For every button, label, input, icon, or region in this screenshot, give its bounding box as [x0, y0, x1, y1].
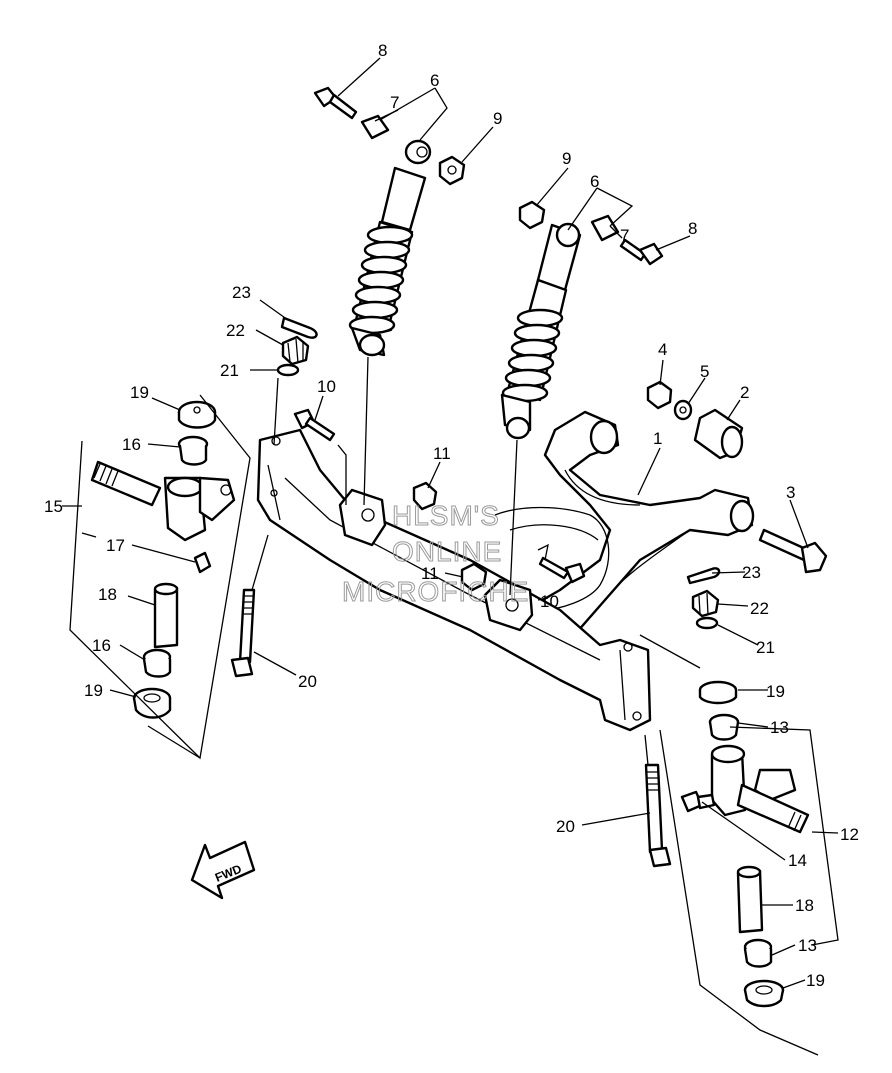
spindle-12-right — [710, 744, 810, 834]
castle-nut-22-left — [281, 335, 310, 366]
bolt-8-right — [619, 238, 664, 266]
shock-absorber-right — [500, 222, 582, 440]
bushing-13-right-bottom — [743, 938, 773, 968]
leader-lines — [62, 57, 839, 1056]
callout-13-upper: 13 — [770, 718, 789, 737]
callout-8-right: 8 — [688, 219, 697, 238]
callout-16-upper: 16 — [122, 435, 141, 454]
callout-21-right: 21 — [756, 638, 775, 657]
grease-nipple-17 — [193, 551, 212, 574]
callout-14: 14 — [788, 851, 807, 870]
callout-17: 17 — [106, 536, 125, 555]
callout-1: 1 — [653, 429, 662, 448]
callout-19-right-bottom: 19 — [806, 971, 825, 990]
callout-4: 4 — [658, 340, 667, 359]
callout-19-right-top: 19 — [766, 682, 785, 701]
bolt-8-left — [313, 86, 358, 120]
svg-text:HLSM'S: HLSM'S — [392, 500, 500, 531]
callout-6-left: 6 — [430, 71, 439, 90]
callout-22-left: 22 — [226, 321, 245, 340]
kingpin-20-left — [230, 588, 256, 678]
cotter-pin-23-left — [280, 316, 318, 339]
callout-23-right: 23 — [742, 563, 761, 582]
washer-21-right — [695, 616, 719, 630]
callout-5: 5 — [700, 362, 709, 381]
bolt-10-right — [538, 556, 586, 584]
cap-19-left-top — [177, 400, 217, 429]
callout-12: 12 — [840, 825, 859, 844]
bushing-2 — [693, 408, 744, 460]
callout-9-right: 9 — [562, 149, 571, 168]
bolt-14 — [680, 790, 716, 813]
callout-6-right: 6 — [590, 172, 599, 191]
callout-18-left: 18 — [98, 585, 117, 604]
callout-8-left: 8 — [378, 41, 387, 60]
collar-18-right — [736, 865, 764, 934]
collar-7-left — [360, 114, 390, 140]
fwd-arrow-icon: FWD — [190, 840, 256, 900]
castle-nut-22-right — [691, 589, 720, 618]
bushing-16-left-top — [177, 435, 209, 466]
shock-bracket-left — [338, 488, 387, 547]
cap-19-right-top — [698, 680, 738, 705]
bushing-16-left-bottom — [142, 648, 172, 678]
callout-20-left: 20 — [298, 672, 317, 691]
a-arm — [494, 410, 755, 652]
nut-9-left — [438, 155, 466, 186]
callout-18-right: 18 — [795, 896, 814, 915]
seal-19-left-bottom — [132, 687, 172, 719]
shock-spring-left — [348, 225, 414, 335]
callout-16-lower: 16 — [92, 636, 111, 655]
bushing-13-right-top — [708, 713, 740, 741]
callout-21-left: 21 — [220, 361, 239, 380]
callout-13-lower: 13 — [798, 936, 817, 955]
callout-labels: 1 2 3 4 5 6 6 7 7 8 8 9 9 10 10 11 11 12… — [44, 41, 859, 990]
callout-20-right: 20 — [556, 817, 575, 836]
svg-text:MICROFICHE: MICROFICHE — [342, 576, 529, 607]
callout-15: 15 — [44, 497, 63, 516]
shock-bracket-right — [483, 578, 534, 632]
washer-21-left — [276, 363, 300, 377]
collar-18-left — [153, 582, 179, 649]
nut-11-lower — [460, 562, 488, 592]
callout-22-right: 22 — [750, 599, 769, 618]
spindle-15-left — [90, 460, 236, 542]
callout-2: 2 — [740, 383, 749, 402]
callout-19-left-top: 19 — [130, 383, 149, 402]
callout-23-left: 23 — [232, 283, 251, 302]
nut-11-upper — [412, 481, 438, 511]
callout-3: 3 — [786, 483, 795, 502]
kingpin-20-right — [644, 763, 672, 868]
bolt-3 — [758, 528, 828, 574]
washer-5 — [673, 399, 693, 421]
callout-7-right: 7 — [620, 226, 629, 245]
callout-7-left: 7 — [390, 93, 399, 112]
callout-11-lower: 11 — [421, 564, 439, 583]
callout-10-upper: 10 — [317, 377, 336, 396]
shock-absorber-left — [348, 139, 432, 357]
shock-spring-right — [501, 308, 564, 403]
seal-19-right-bottom — [743, 979, 785, 1008]
callout-11-upper: 11 — [433, 444, 451, 463]
watermark: HLSM'S ONLINE MICROFICHE — [342, 500, 529, 608]
svg-text:ONLINE: ONLINE — [392, 536, 502, 567]
nut-9-right — [518, 200, 546, 230]
callout-10-lower: 10 — [540, 592, 559, 611]
callout-19-left-bottom: 19 — [84, 681, 103, 700]
collar-7-right — [590, 214, 620, 242]
cotter-pin-23-right — [686, 567, 721, 585]
nut-4 — [646, 380, 673, 410]
bolt-10-left — [293, 408, 336, 442]
callout-9-left: 9 — [493, 109, 502, 128]
